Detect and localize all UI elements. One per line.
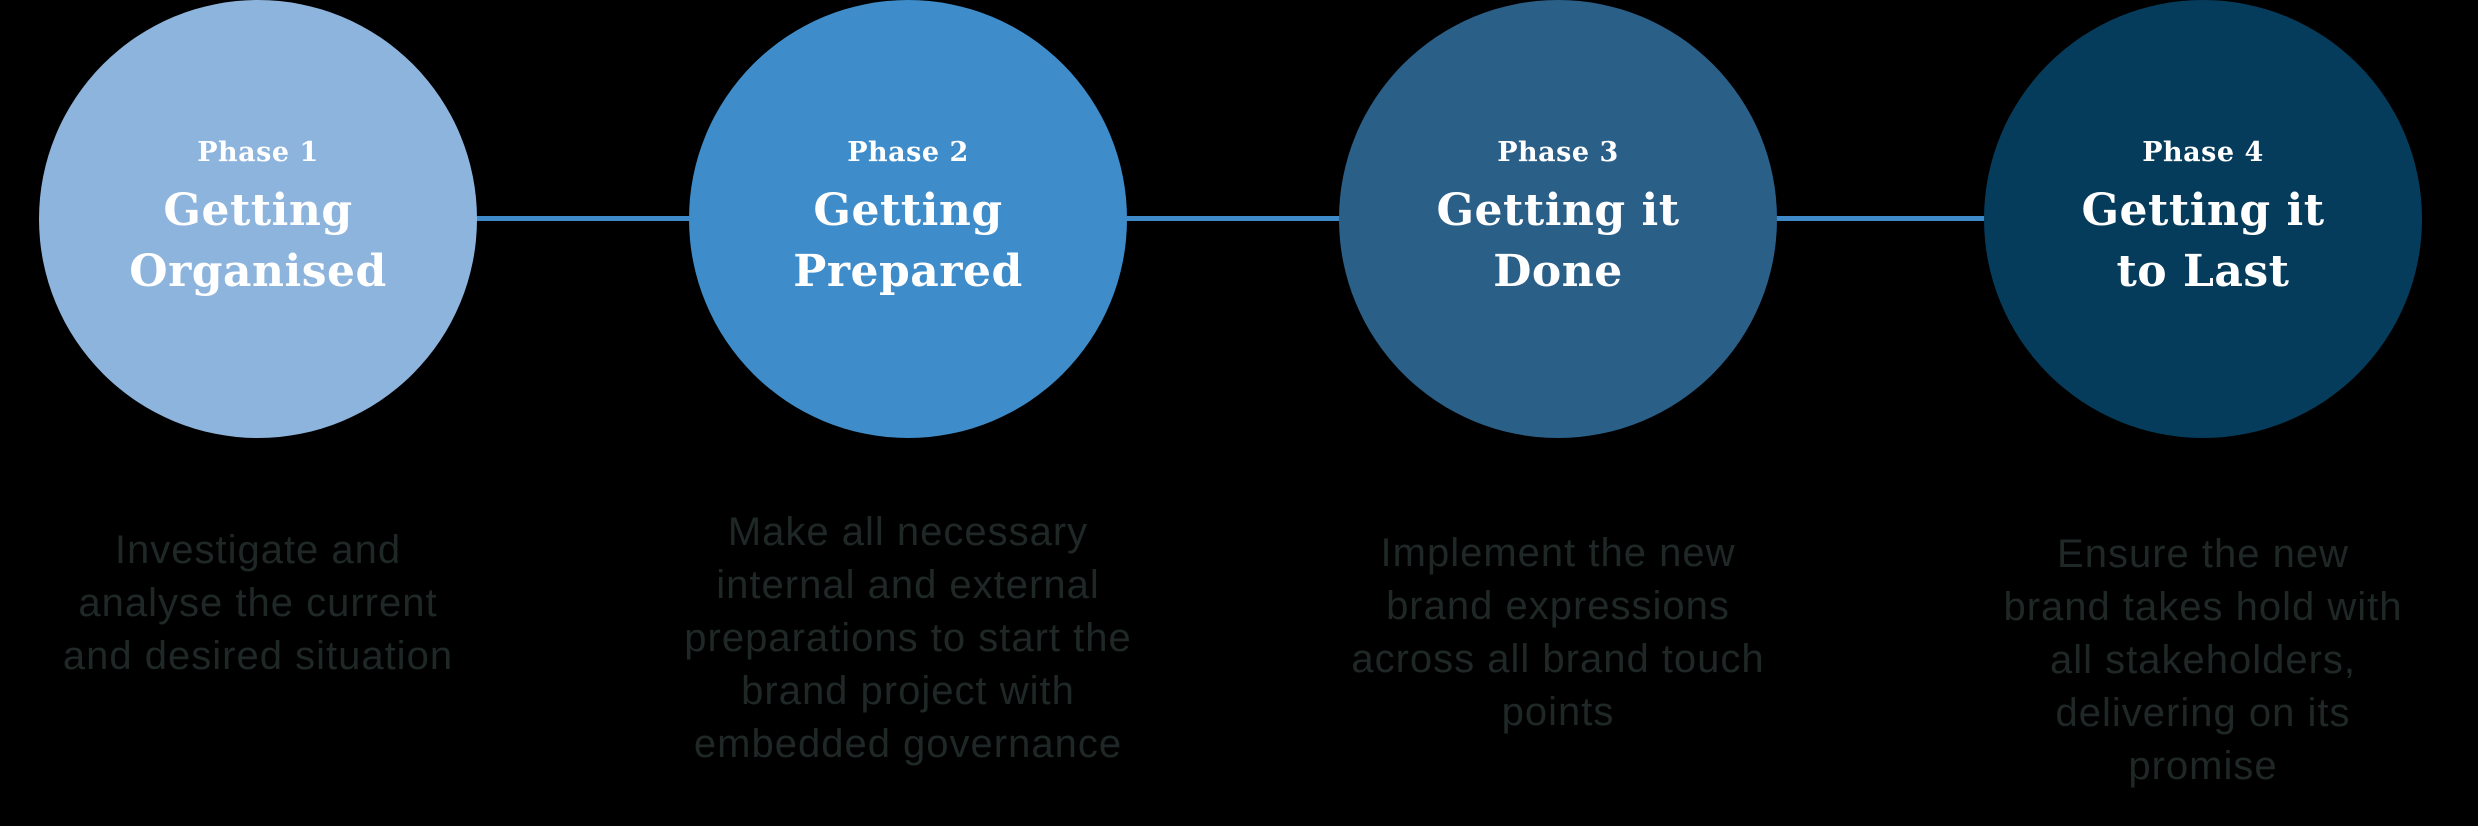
phase-2-title: Getting Prepared bbox=[793, 185, 1023, 297]
phase-2-circle: Phase 2 Getting Prepared bbox=[689, 0, 1127, 438]
phase-2-label: Phase 2 bbox=[847, 137, 969, 168]
phase-3-title: Getting it Done bbox=[1436, 185, 1680, 297]
connector-line-3 bbox=[1770, 216, 2000, 221]
phase-1-circle: Phase 1 Getting Organised bbox=[39, 0, 477, 438]
phase-1-label: Phase 1 bbox=[197, 137, 319, 168]
phase-3-circle: Phase 3 Getting it Done bbox=[1339, 0, 1777, 438]
phase-1-description: Investigate and analyse the current and … bbox=[62, 528, 454, 678]
phase-2-description: Make all necessary internal and external… bbox=[684, 510, 1132, 766]
phase-3-description: Implement the new brand expressions acro… bbox=[1351, 531, 1765, 734]
phase-4-title: Getting it to Last bbox=[2081, 185, 2325, 297]
phase-4-circle: Phase 4 Getting it to Last bbox=[1984, 0, 2422, 438]
phase-3-label: Phase 3 bbox=[1497, 137, 1619, 168]
connector-line-2 bbox=[1120, 216, 1350, 221]
phase-1-title: Getting Organised bbox=[129, 185, 387, 297]
phase-4-description: Ensure the new brand takes hold with all… bbox=[2003, 532, 2403, 788]
phase-4-label: Phase 4 bbox=[2142, 137, 2264, 168]
connector-line-1 bbox=[470, 216, 700, 221]
